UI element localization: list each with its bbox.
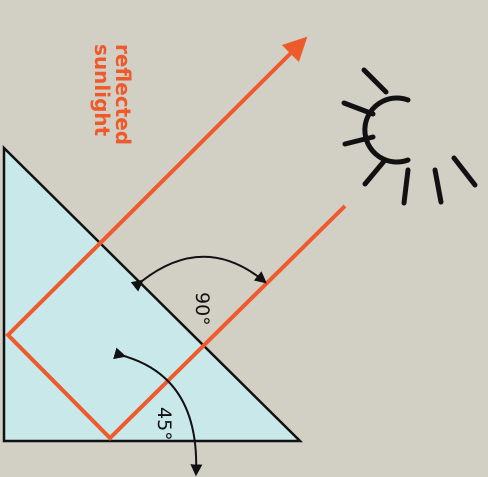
angle-45-label: 45° [153, 407, 175, 441]
reflected-label-line2: sunlight [90, 44, 114, 137]
light-ray-path [5, 36, 347, 441]
angle-90-arc [130, 255, 267, 292]
reflected-label-line1: reflected [111, 44, 135, 145]
sun-icon [341, 67, 478, 206]
angle-90-label: 90° [191, 292, 213, 326]
angle-45-arc [113, 347, 203, 477]
